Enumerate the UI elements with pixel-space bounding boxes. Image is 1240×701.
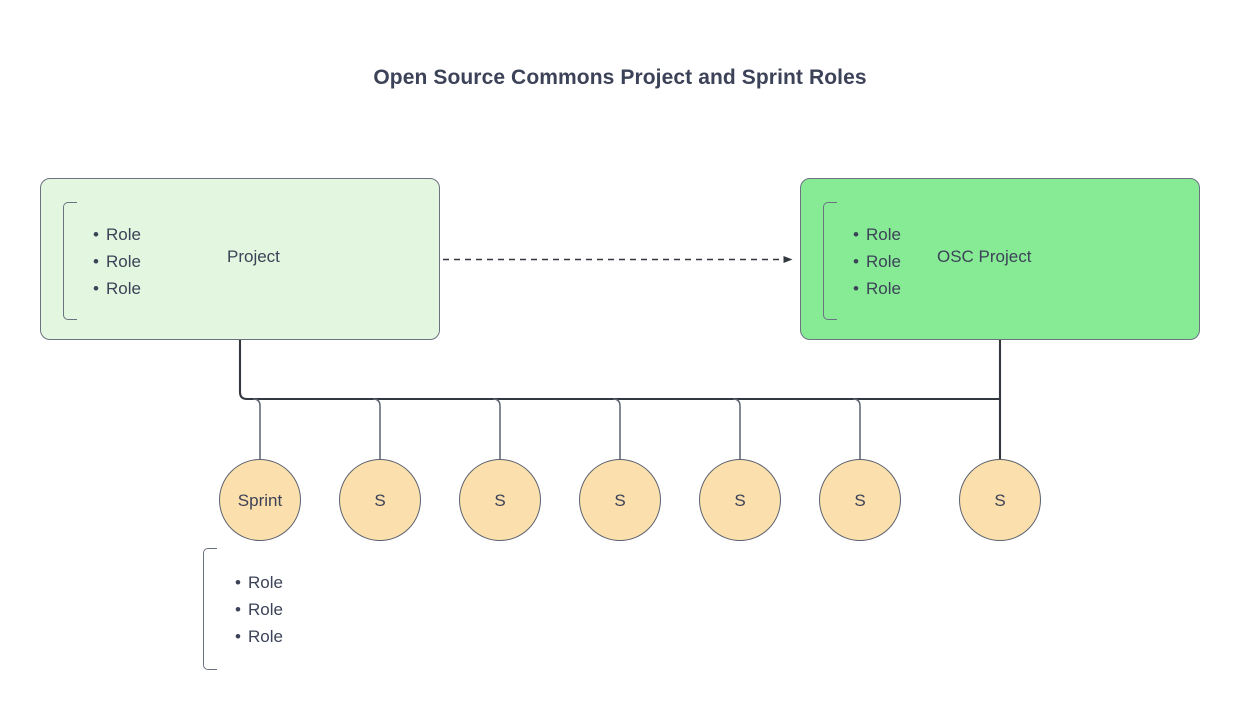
sprint-drop-line: [852, 398, 861, 459]
sprint-node-7[interactable]: S: [959, 459, 1041, 541]
sprint-node-label: S: [494, 490, 506, 510]
list-item: • Role: [93, 275, 141, 302]
sprint-node-label: S: [994, 490, 1006, 510]
list-item: • Role: [235, 569, 283, 596]
role-label: Role: [866, 278, 901, 298]
project-roles-bracket-group: • Role • Role • Role: [63, 202, 141, 320]
left-bracket-icon: [63, 202, 77, 320]
sprint-drop-line: [252, 398, 261, 459]
role-label: Role: [248, 626, 283, 646]
bullet-icon: •: [93, 251, 99, 271]
list-item: • Role: [93, 221, 141, 248]
sprint-drop-line: [492, 398, 501, 459]
sprint-node-3[interactable]: S: [459, 459, 541, 541]
sprint-node-1[interactable]: Sprint: [219, 459, 301, 541]
sprint-node-label: Sprint: [237, 490, 283, 510]
list-item: • Role: [853, 221, 901, 248]
sprint-drop-line: [732, 398, 741, 459]
sprint-role-list: • Role • Role • Role: [217, 569, 283, 650]
left-bracket-icon: [823, 202, 837, 320]
role-label: Role: [866, 251, 901, 271]
osc-project-node[interactable]: • Role • Role • Role OSC Project: [800, 178, 1200, 340]
list-item: • Role: [853, 248, 901, 275]
list-item: • Role: [93, 248, 141, 275]
project-node[interactable]: • Role • Role • Role Project: [40, 178, 440, 340]
role-label: Role: [106, 224, 141, 244]
sprint-node-4[interactable]: S: [579, 459, 661, 541]
project-node-label: Project: [227, 247, 280, 266]
page-title: Open Source Commons Project and Sprint R…: [373, 66, 867, 89]
bullet-icon: •: [93, 224, 99, 244]
list-item: • Role: [235, 596, 283, 623]
bullet-icon: •: [235, 599, 241, 619]
bullet-icon: •: [235, 572, 241, 592]
sprint-drop-line: [372, 398, 381, 459]
bullet-icon: •: [853, 278, 859, 298]
bullet-icon: •: [235, 626, 241, 646]
bullet-icon: •: [853, 251, 859, 271]
sprint-roles-bracket-group: • Role • Role • Role: [203, 548, 283, 670]
project-role-list: • Role • Role • Role: [77, 221, 141, 302]
sprint-drop-line: [612, 398, 621, 459]
sprint-node-label: S: [734, 490, 746, 510]
list-item: • Role: [235, 623, 283, 650]
osc-role-list: • Role • Role • Role: [837, 221, 901, 302]
osc-project-node-label: OSC Project: [937, 247, 1032, 266]
sprint-node-label: S: [854, 490, 866, 510]
role-label: Role: [106, 278, 141, 298]
bullet-icon: •: [853, 224, 859, 244]
sprint-node-2[interactable]: S: [339, 459, 421, 541]
sprint-node-label: S: [374, 490, 386, 510]
bullet-icon: •: [93, 278, 99, 298]
left-bracket-icon: [203, 548, 217, 670]
sprint-node-6[interactable]: S: [819, 459, 901, 541]
role-label: Role: [106, 251, 141, 271]
osc-roles-bracket-group: • Role • Role • Role: [823, 202, 901, 320]
role-label: Role: [866, 224, 901, 244]
sprint-node-label: S: [614, 490, 626, 510]
list-item: • Role: [853, 275, 901, 302]
role-label: Role: [248, 599, 283, 619]
sprint-node-5[interactable]: S: [699, 459, 781, 541]
project-trunk-line: [238, 338, 1002, 401]
role-label: Role: [248, 572, 283, 592]
